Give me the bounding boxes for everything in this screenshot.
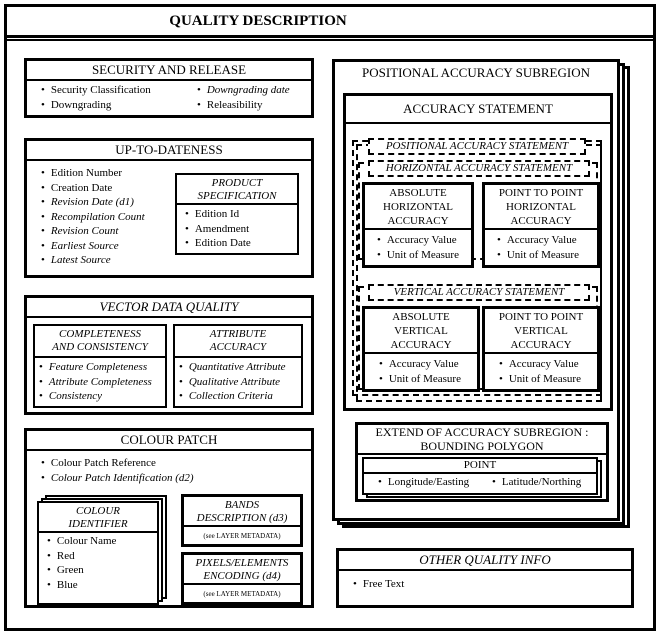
list-item: Accuracy Value	[499, 357, 581, 372]
vector-data-quality-box: VECTOR DATA QUALITY COMPLETENESS AND CON…	[24, 295, 314, 415]
uptodateness-list: Edition Number Creation Date Revision Da…	[41, 166, 145, 268]
pixels-encoding-title: PIXELS/ELEMENTS ENCODING (d4)	[184, 557, 300, 585]
positional-accuracy-box: POSITIONAL ACCURACY SUBREGION ACCURACY S…	[332, 59, 620, 521]
positional-accuracy-title: POSITIONAL ACCURACY SUBREGION	[361, 65, 590, 80]
p2p-horizontal-title: POINT TO POINT HORIZONTAL ACCURACY	[485, 186, 597, 230]
extent-box: EXTEND OF ACCURACY SUBREGION : BOUNDING …	[355, 422, 609, 502]
list-item: Feature Completeness	[39, 360, 152, 375]
list-item: Latest Source	[41, 253, 145, 268]
list-item: Blue	[47, 578, 116, 593]
colour-identifier-title: COLOUR IDENTIFIER	[39, 505, 157, 533]
uptodateness-title: UP-TO-DATENESS	[27, 141, 311, 161]
list-item: Downgrading date	[197, 83, 290, 98]
list-item: Colour Patch Identification (d2)	[41, 471, 194, 486]
absolute-vertical-title: ABSOLUTE VERTICAL ACCURACY	[365, 310, 477, 354]
p2p-vertical-list: Accuracy Value Unit of Measure	[499, 357, 581, 386]
bands-description-title: BANDS DESCRIPTION (d3)	[184, 499, 300, 527]
vector-data-quality-title: VECTOR DATA QUALITY	[27, 298, 311, 318]
list-item: Edition Date	[185, 236, 251, 251]
colour-patch-box: COLOUR PATCH Colour Patch Reference Colo…	[24, 428, 314, 608]
security-left-list: Security Classification Downgrading	[41, 83, 151, 112]
point-list-1: Longitude/Easting	[378, 475, 469, 490]
colour-identifier-list: Colour Name Red Green Blue	[47, 534, 117, 593]
point-title: POINT	[364, 459, 596, 474]
list-item: Earliest Source	[41, 239, 145, 254]
absolute-horizontal-title: ABSOLUTE HORIZONTAL ACCURACY	[365, 186, 471, 230]
pixels-note: (see LAYER METADATA)	[203, 590, 281, 598]
attribute-accuracy-title: ATTRIBUTE ACCURACY	[175, 328, 301, 358]
security-release-box: SECURITY AND RELEASE Security Classifica…	[24, 58, 314, 118]
extent-title: EXTEND OF ACCURACY SUBREGION : BOUNDING …	[358, 425, 606, 455]
pixels-encoding-box: PIXELS/ELEMENTS ENCODING (d4) (see LAYER…	[181, 552, 303, 605]
uptodateness-box: UP-TO-DATENESS Edition Number Creation D…	[24, 138, 314, 278]
product-specification-title: PRODUCT SPECIFICATION	[177, 177, 297, 205]
list-item: Accuracy Value	[379, 357, 461, 372]
list-item: Accuracy Value	[497, 233, 579, 248]
list-item: Quantitative Attribute	[179, 360, 286, 375]
list-item: Amendment	[185, 222, 251, 237]
list-item: Consistency	[39, 389, 152, 404]
list-item: Attribute Completeness	[39, 375, 152, 390]
list-item: Longitude/Easting	[378, 475, 469, 490]
list-item: Latitude/Northing	[492, 475, 581, 490]
point-box: POINT Longitude/Easting Latitude/Northin…	[362, 457, 598, 495]
list-item: Downgrading	[41, 98, 151, 113]
list-item: Qualitative Attribute	[179, 375, 286, 390]
title-divider	[4, 35, 656, 41]
absolute-horizontal-box: ABSOLUTE HORIZONTAL ACCURACY Accuracy Va…	[362, 182, 474, 268]
list-item: Unit of Measure	[377, 248, 459, 263]
p2p-horizontal-box: POINT TO POINT HORIZONTAL ACCURACY Accur…	[482, 182, 600, 268]
list-item: Revision Date (d1)	[41, 195, 145, 210]
bands-note: (see LAYER METADATA)	[203, 532, 281, 540]
other-quality-title: OTHER QUALITY INFO	[339, 551, 631, 571]
p2p-vertical-title: POINT TO POINT VERTICAL ACCURACY	[485, 310, 597, 354]
page-title: QUALITY DESCRIPTION	[169, 13, 347, 29]
list-item: Creation Date	[41, 181, 145, 196]
absolute-horizontal-list: Accuracy Value Unit of Measure	[377, 233, 459, 262]
point-list-2: Latitude/Northing	[492, 475, 581, 490]
accuracy-statement-box: ACCURACY STATEMENT POSITIONAL ACCURACY S…	[343, 93, 613, 411]
list-item: Free Text	[353, 577, 405, 592]
absolute-vertical-box: ABSOLUTE VERTICAL ACCURACY Accuracy Valu…	[362, 306, 480, 392]
list-item: Accuracy Value	[377, 233, 459, 248]
colour-patch-list: Colour Patch Reference Colour Patch Iden…	[41, 456, 194, 485]
list-item: Green	[47, 563, 116, 578]
attribute-accuracy-box: ATTRIBUTE ACCURACY Quantitative Attribut…	[173, 324, 303, 408]
other-quality-box: OTHER QUALITY INFO Free Text	[336, 548, 634, 608]
p2p-horizontal-list: Accuracy Value Unit of Measure	[497, 233, 579, 262]
product-specification-list: Edition Id Amendment Edition Date	[185, 207, 251, 251]
list-item: Revision Count	[41, 224, 145, 239]
list-item: Recompilation Count	[41, 210, 145, 225]
bands-description-box: BANDS DESCRIPTION (d3) (see LAYER METADA…	[181, 494, 303, 547]
colour-identifier-box: COLOUR IDENTIFIER Colour Name Red Green …	[37, 501, 159, 605]
colour-patch-title: COLOUR PATCH	[27, 431, 311, 451]
completeness-box: COMPLETENESS AND CONSISTENCY Feature Com…	[33, 324, 167, 408]
list-item: Edition Number	[41, 166, 145, 181]
security-release-title: SECURITY AND RELEASE	[27, 61, 311, 81]
list-item: Security Classification	[41, 83, 151, 98]
completeness-title: COMPLETENESS AND CONSISTENCY	[35, 328, 165, 358]
list-item: Unit of Measure	[379, 372, 461, 387]
positional-statement-label: POSITIONAL ACCURACY STATEMENT	[368, 138, 586, 155]
attribute-accuracy-list: Quantitative Attribute Qualitative Attri…	[179, 360, 286, 404]
accuracy-statement-title: ACCURACY STATEMENT	[346, 96, 610, 124]
product-specification-box: PRODUCT SPECIFICATION Edition Id Amendme…	[175, 173, 299, 255]
list-item: Releasibility	[197, 98, 290, 113]
completeness-list: Feature Completeness Attribute Completen…	[39, 360, 152, 404]
security-right-list: Downgrading date Releasibility	[197, 83, 290, 112]
list-item: Colour Patch Reference	[41, 456, 194, 471]
p2p-vertical-box: POINT TO POINT VERTICAL ACCURACY Accurac…	[482, 306, 600, 392]
vertical-statement-label: VERTICAL ACCURACY STATEMENT	[368, 284, 590, 301]
list-item: Unit of Measure	[497, 248, 579, 263]
list-item: Collection Criteria	[179, 389, 286, 404]
absolute-vertical-list: Accuracy Value Unit of Measure	[379, 357, 461, 386]
list-item: Edition Id	[185, 207, 251, 222]
horizontal-statement-label: HORIZONTAL ACCURACY STATEMENT	[368, 160, 590, 177]
list-item: Red	[47, 549, 116, 564]
list-item: Colour Name	[47, 534, 117, 549]
other-quality-list: Free Text	[353, 577, 405, 592]
list-item: Unit of Measure	[499, 372, 581, 387]
